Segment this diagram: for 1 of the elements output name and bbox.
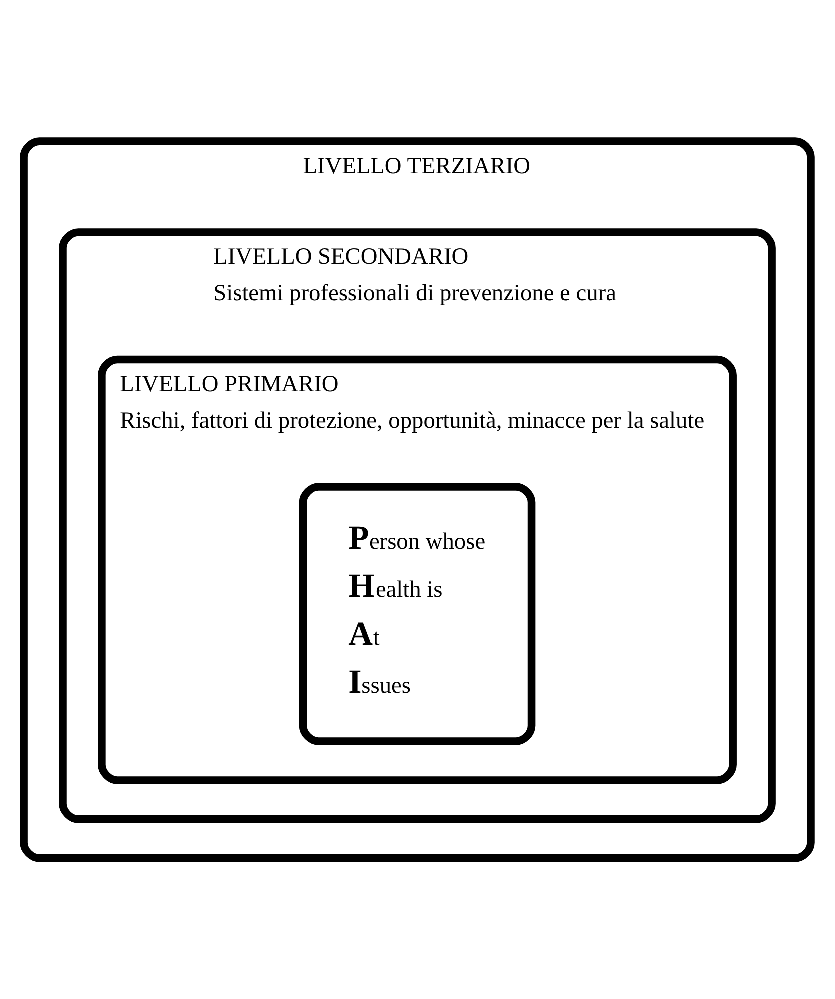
node-box: Person whose Health is At Issues: [299, 482, 536, 745]
